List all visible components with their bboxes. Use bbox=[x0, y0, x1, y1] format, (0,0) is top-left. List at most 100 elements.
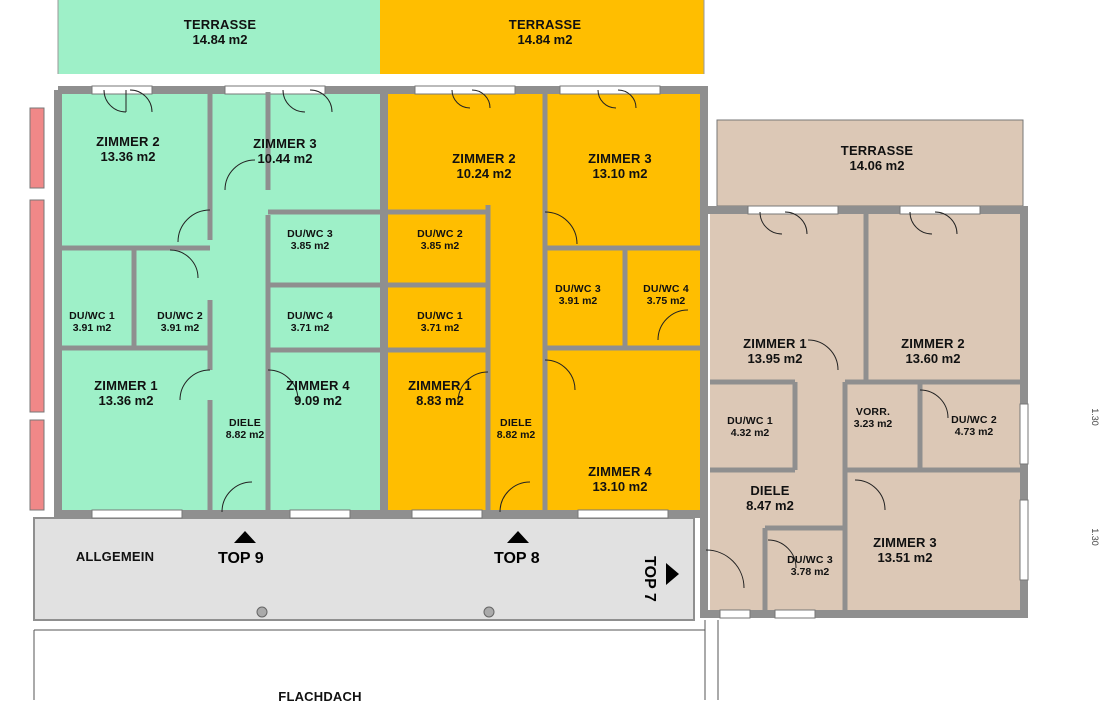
interior-walls-top9 bbox=[62, 92, 380, 512]
room-name: ZIMMER 1 bbox=[94, 378, 158, 393]
room-name: DU/WC 4 bbox=[643, 283, 689, 295]
label-top8-duwc3: DU/WC 3 3.91 m2 bbox=[548, 283, 608, 307]
area-name: ALLGEMEIN bbox=[75, 549, 155, 564]
room-name: TERRASSE bbox=[508, 17, 582, 32]
label-top7-terrasse: TERRASSE 14.06 m2 bbox=[827, 143, 927, 174]
room-name: TERRASSE bbox=[840, 143, 914, 158]
room-area: 10.44 m2 bbox=[257, 150, 313, 166]
room-area: 3.71 m2 bbox=[290, 322, 330, 335]
room-area: 3.75 m2 bbox=[646, 295, 686, 308]
room-name: DIELE bbox=[750, 483, 790, 498]
interior-walls-top7 bbox=[710, 212, 1022, 612]
dimension-label: 1.30 bbox=[1089, 528, 1100, 546]
room-area: 14.06 m2 bbox=[849, 157, 905, 173]
label-top8-terrasse: TERRASSE 14.84 m2 bbox=[495, 17, 595, 48]
room-name: ZIMMER 4 bbox=[286, 378, 350, 393]
room-name: DU/WC 2 bbox=[417, 228, 463, 240]
label-top7-vorr: VORR. 3.23 m2 bbox=[845, 406, 901, 430]
label-top7-zimmer1: ZIMMER 1 13.95 m2 bbox=[725, 336, 825, 367]
doors bbox=[103, 89, 958, 589]
label-top8-zimmer4: ZIMMER 4 13.10 m2 bbox=[570, 464, 670, 495]
room-area: 8.47 m2 bbox=[746, 497, 794, 513]
room-name: TERRASSE bbox=[183, 17, 257, 32]
room-name: DU/WC 4 bbox=[287, 310, 333, 322]
label-top7-diele: DIELE 8.47 m2 bbox=[730, 483, 810, 514]
room-area: 13.36 m2 bbox=[98, 392, 154, 408]
room-area: 3.78 m2 bbox=[790, 566, 830, 579]
label-top7-duwc3: DU/WC 3 3.78 m2 bbox=[778, 554, 842, 578]
label-allgemein: ALLGEMEIN bbox=[55, 549, 175, 565]
label-top8-zimmer1: ZIMMER 1 8.83 m2 bbox=[395, 378, 485, 409]
area-name: FLACHDACH bbox=[278, 689, 362, 704]
room-name: ZIMMER 3 bbox=[253, 136, 317, 151]
room-name: ZIMMER 2 bbox=[901, 336, 965, 351]
entrance-arrow-top7 bbox=[666, 563, 679, 585]
room-area: 3.85 m2 bbox=[290, 240, 330, 253]
room-name: DU/WC 2 bbox=[951, 414, 997, 426]
neighbor-strip bbox=[29, 107, 45, 189]
label-top9-zimmer1: ZIMMER 1 13.36 m2 bbox=[76, 378, 176, 409]
unit-label-top7: TOP 7 bbox=[640, 556, 658, 602]
room-name: ZIMMER 2 bbox=[452, 151, 516, 166]
room-area: 10.24 m2 bbox=[456, 165, 512, 181]
entrance-arrow-top8 bbox=[507, 531, 529, 543]
room-area: 3.91 m2 bbox=[72, 322, 112, 335]
label-top9-zimmer3: ZIMMER 3 10.44 m2 bbox=[235, 136, 335, 167]
label-top8-duwc1: DU/WC 1 3.71 m2 bbox=[400, 310, 480, 334]
room-area: 8.83 m2 bbox=[416, 392, 464, 408]
interior-walls-top8 bbox=[388, 92, 700, 512]
label-top8-diele: DIELE 8.82 m2 bbox=[488, 417, 544, 441]
label-top8-zimmer3: ZIMMER 3 13.10 m2 bbox=[570, 151, 670, 182]
room-name: ZIMMER 2 bbox=[96, 134, 160, 149]
column-marker bbox=[256, 606, 268, 618]
room-area: 3.85 m2 bbox=[420, 240, 460, 253]
room-area: 13.51 m2 bbox=[877, 549, 933, 565]
column-marker bbox=[483, 606, 495, 618]
label-top9-duwc1: DU/WC 1 3.91 m2 bbox=[60, 310, 124, 334]
room-area: 4.32 m2 bbox=[730, 427, 770, 440]
terrace-top9 bbox=[58, 0, 380, 74]
room-name: DU/WC 3 bbox=[787, 554, 833, 566]
room-area: 14.84 m2 bbox=[192, 31, 248, 47]
room-area: 3.71 m2 bbox=[420, 322, 460, 335]
label-top7-zimmer2: ZIMMER 2 13.60 m2 bbox=[883, 336, 983, 367]
label-top7-zimmer3: ZIMMER 3 13.51 m2 bbox=[855, 535, 955, 566]
room-area: 8.82 m2 bbox=[225, 429, 265, 442]
room-area: 14.84 m2 bbox=[517, 31, 573, 47]
room-name: DU/WC 1 bbox=[69, 310, 115, 322]
room-area: 13.10 m2 bbox=[592, 165, 648, 181]
room-name: DU/WC 1 bbox=[417, 310, 463, 322]
label-top9-diele: DIELE 8.82 m2 bbox=[215, 417, 275, 441]
room-name: ZIMMER 1 bbox=[408, 378, 472, 393]
unit-label-top8: TOP 8 bbox=[494, 550, 540, 567]
label-top9-duwc2: DU/WC 2 3.91 m2 bbox=[140, 310, 220, 334]
room-name: ZIMMER 3 bbox=[873, 535, 937, 550]
label-flachdach: FLACHDACH bbox=[260, 689, 380, 705]
label-top7-duwc2: DU/WC 2 4.73 m2 bbox=[938, 414, 1010, 438]
room-name: DU/WC 3 bbox=[287, 228, 333, 240]
room-area: 4.73 m2 bbox=[954, 426, 994, 439]
room-name: ZIMMER 1 bbox=[743, 336, 807, 351]
room-area: 9.09 m2 bbox=[294, 392, 342, 408]
unit-top9-floor bbox=[62, 92, 380, 510]
room-name: ZIMMER 3 bbox=[588, 151, 652, 166]
neighbor-strip bbox=[29, 419, 45, 511]
label-top9-zimmer2: ZIMMER 2 13.36 m2 bbox=[78, 134, 178, 165]
windows bbox=[91, 85, 1029, 619]
label-top8-zimmer2: ZIMMER 2 10.24 m2 bbox=[434, 151, 534, 182]
label-top8-duwc4: DU/WC 4 3.75 m2 bbox=[632, 283, 700, 307]
room-area: 13.36 m2 bbox=[100, 148, 156, 164]
room-name: VORR. bbox=[855, 406, 891, 418]
dimension-label: 1.30 bbox=[1089, 408, 1100, 426]
label-top7-duwc1: DU/WC 1 4.32 m2 bbox=[715, 415, 785, 439]
room-name: DIELE bbox=[500, 417, 532, 429]
room-area: 13.60 m2 bbox=[905, 350, 961, 366]
room-area: 13.95 m2 bbox=[747, 350, 803, 366]
label-top9-duwc3: DU/WC 3 3.85 m2 bbox=[270, 228, 350, 252]
label-top9-duwc4: DU/WC 4 3.71 m2 bbox=[270, 310, 350, 334]
room-name: DU/WC 1 bbox=[727, 415, 773, 427]
room-name: ZIMMER 4 bbox=[588, 464, 652, 479]
room-name: DU/WC 2 bbox=[157, 310, 203, 322]
entrance-arrow-top9 bbox=[234, 531, 256, 543]
